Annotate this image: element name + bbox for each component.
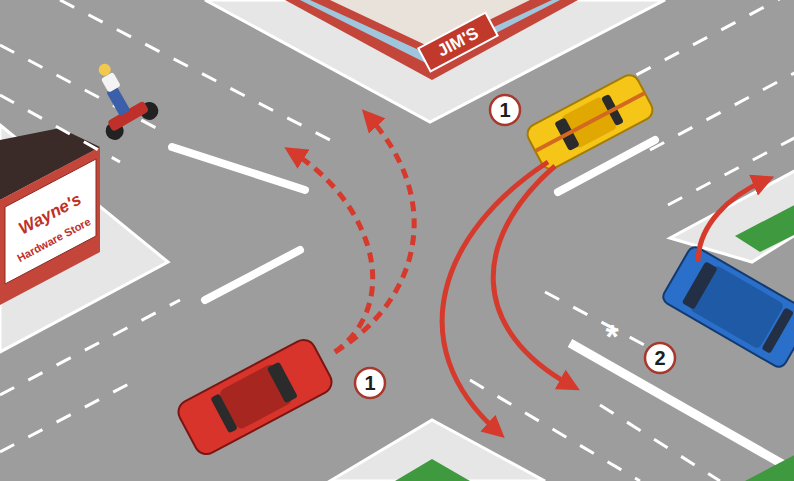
- asterisk-mark: *: [605, 319, 618, 353]
- center-line: [205, 250, 300, 300]
- store-name: JIM'S: [435, 24, 482, 60]
- windshield: [682, 261, 718, 310]
- turn-arrow: [698, 180, 766, 262]
- car-body: [660, 244, 794, 369]
- store-sign: [418, 13, 497, 72]
- stripe: [534, 91, 645, 153]
- lane-dash: [600, 405, 720, 481]
- grass-patch: [735, 202, 794, 252]
- car-body: [524, 72, 656, 173]
- rear-window: [210, 393, 238, 433]
- lane-dash: [668, 135, 794, 205]
- store-sign: [5, 159, 96, 284]
- dashed-turn-arrow: [335, 116, 414, 352]
- lane-dash: [0, 95, 120, 162]
- yellow-car: [524, 72, 656, 173]
- grass-patch: [745, 452, 794, 481]
- sign-board: [418, 13, 497, 72]
- building-roof: [330, 0, 530, 48]
- car-body: [174, 336, 335, 459]
- lane-dash: [60, 0, 330, 140]
- rear-window: [761, 307, 794, 354]
- callout-circle: 2: [643, 341, 677, 375]
- sidewalk-corner: [330, 420, 545, 481]
- red-car: [174, 336, 335, 459]
- blue-suv: [660, 244, 794, 369]
- callout-number: 1: [488, 93, 522, 127]
- turn-arrow: [493, 166, 572, 386]
- motorcycle: [75, 51, 162, 143]
- callout-number: 1: [353, 366, 387, 400]
- callout-circle: 1: [488, 93, 522, 127]
- center-line: [172, 147, 305, 190]
- rider-head: [97, 62, 113, 78]
- dashed-turn-arrow: [292, 152, 373, 352]
- grass-patch: [395, 459, 470, 481]
- lane-dash: [0, 378, 140, 452]
- building: [0, 147, 100, 305]
- building: [285, 0, 578, 80]
- motorcycle-body: [107, 101, 149, 132]
- callout-circle: 1: [353, 366, 387, 400]
- lane-dash: [650, 70, 794, 150]
- sidewalk-corner: [670, 168, 794, 262]
- lane-dash: [0, 300, 180, 395]
- lane-dash: [545, 292, 650, 348]
- windshield: [267, 362, 298, 404]
- turn-arrows: [292, 116, 766, 432]
- callout-number: 2: [643, 341, 677, 375]
